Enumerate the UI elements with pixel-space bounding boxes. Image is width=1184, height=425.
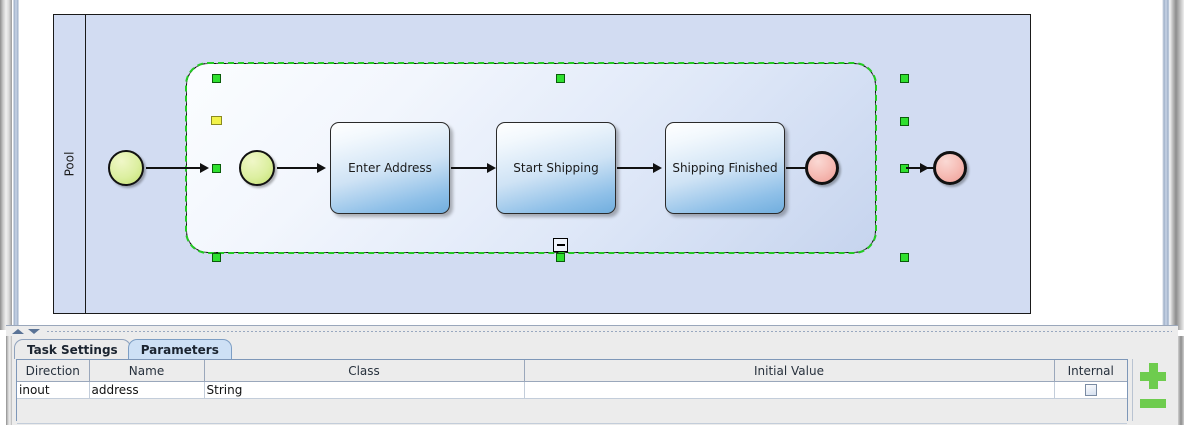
- start-event-outer[interactable]: [108, 150, 144, 186]
- sequence-flow-1-arrowhead: [200, 163, 209, 173]
- resize-handle-top-left[interactable]: [212, 74, 221, 83]
- resize-handle-bottom-right[interactable]: [900, 253, 909, 262]
- table-row[interactable]: inout address String: [17, 381, 1127, 399]
- tab-parameters[interactable]: Parameters: [127, 339, 232, 359]
- pool-header[interactable]: Pool: [54, 15, 86, 313]
- plus-icon-horizontal: [1140, 372, 1166, 381]
- cell-initial-value[interactable]: [524, 381, 1055, 399]
- internal-checkbox[interactable]: [1084, 384, 1097, 396]
- properties-panel: Task Settings Parameters Direction Name …: [6, 336, 1184, 425]
- column-header-initial-value[interactable]: Initial Value: [524, 360, 1055, 382]
- canvas-scroll-gutter-right[interactable]: [1162, 0, 1170, 330]
- sequence-flow-4[interactable]: [617, 167, 655, 169]
- cell-class[interactable]: String: [204, 381, 525, 399]
- subprocess-right-handle[interactable]: [900, 117, 909, 126]
- resize-handle-bottom-left[interactable]: [212, 253, 221, 262]
- task-enter-address[interactable]: Enter Address: [330, 122, 450, 214]
- cell-name[interactable]: address: [89, 381, 205, 399]
- cell-direction[interactable]: inout: [17, 381, 90, 399]
- sequence-flow-2[interactable]: [277, 167, 319, 169]
- sequence-flow-3-arrowhead: [487, 163, 496, 173]
- properties-panel-frame-left: [6, 336, 12, 425]
- start-event-inner[interactable]: [239, 150, 275, 186]
- subprocess-yellow-handle[interactable]: [211, 116, 222, 125]
- triangle-up-icon[interactable]: [12, 329, 24, 334]
- resize-handle-mid-left[interactable]: [212, 164, 221, 173]
- cell-internal[interactable]: [1054, 381, 1127, 399]
- column-header-class[interactable]: Class: [204, 360, 525, 382]
- minus-icon: [556, 244, 565, 246]
- window-frame-left: [0, 0, 12, 330]
- resize-handle-top-center[interactable]: [556, 74, 565, 83]
- resize-handle-bottom-center[interactable]: [556, 253, 565, 262]
- task-shipping-finished[interactable]: Shipping Finished: [665, 122, 785, 214]
- sequence-flow-2-arrowhead: [317, 163, 326, 173]
- subprocess-collapse-marker[interactable]: [553, 238, 568, 252]
- sequence-flow-4-arrowhead: [653, 163, 662, 173]
- table-empty-area: [17, 398, 1127, 424]
- sequence-flow-3[interactable]: [451, 167, 489, 169]
- table-empty-filler: [17, 398, 1127, 424]
- column-header-name[interactable]: Name: [89, 360, 205, 382]
- parameter-actions: [1132, 359, 1172, 421]
- task-start-shipping[interactable]: Start Shipping: [496, 122, 616, 214]
- column-header-internal[interactable]: Internal: [1054, 360, 1127, 382]
- pool-label: Pool: [62, 151, 77, 177]
- canvas-scroll-gutter-left[interactable]: [12, 0, 20, 330]
- remove-parameter-button[interactable]: [1140, 399, 1166, 408]
- add-parameter-button[interactable]: [1140, 363, 1166, 389]
- resize-handle-top-right[interactable]: [900, 74, 909, 83]
- table-header-row: Direction Name Class Initial Value Inter…: [17, 360, 1127, 382]
- diagram-canvas[interactable]: Pool Enter Address: [22, 0, 1162, 328]
- parameters-table-wrapper[interactable]: Direction Name Class Initial Value Inter…: [16, 359, 1128, 424]
- properties-tab-bar: Task Settings Parameters: [14, 338, 232, 359]
- properties-panel-frame-right: [1178, 336, 1184, 425]
- window-frame-right: [1170, 0, 1184, 330]
- sequence-flow-6-arrowhead: [920, 163, 929, 173]
- splitter-grip[interactable]: [46, 330, 1172, 333]
- parameters-table: Direction Name Class Initial Value Inter…: [17, 360, 1127, 424]
- end-event-outer[interactable]: [933, 151, 967, 185]
- triangle-down-icon[interactable]: [28, 329, 40, 334]
- sequence-flow-1[interactable]: [146, 167, 202, 169]
- tab-task-settings[interactable]: Task Settings: [14, 339, 131, 359]
- column-header-direction[interactable]: Direction: [17, 360, 90, 382]
- end-event-inner[interactable]: [805, 151, 839, 185]
